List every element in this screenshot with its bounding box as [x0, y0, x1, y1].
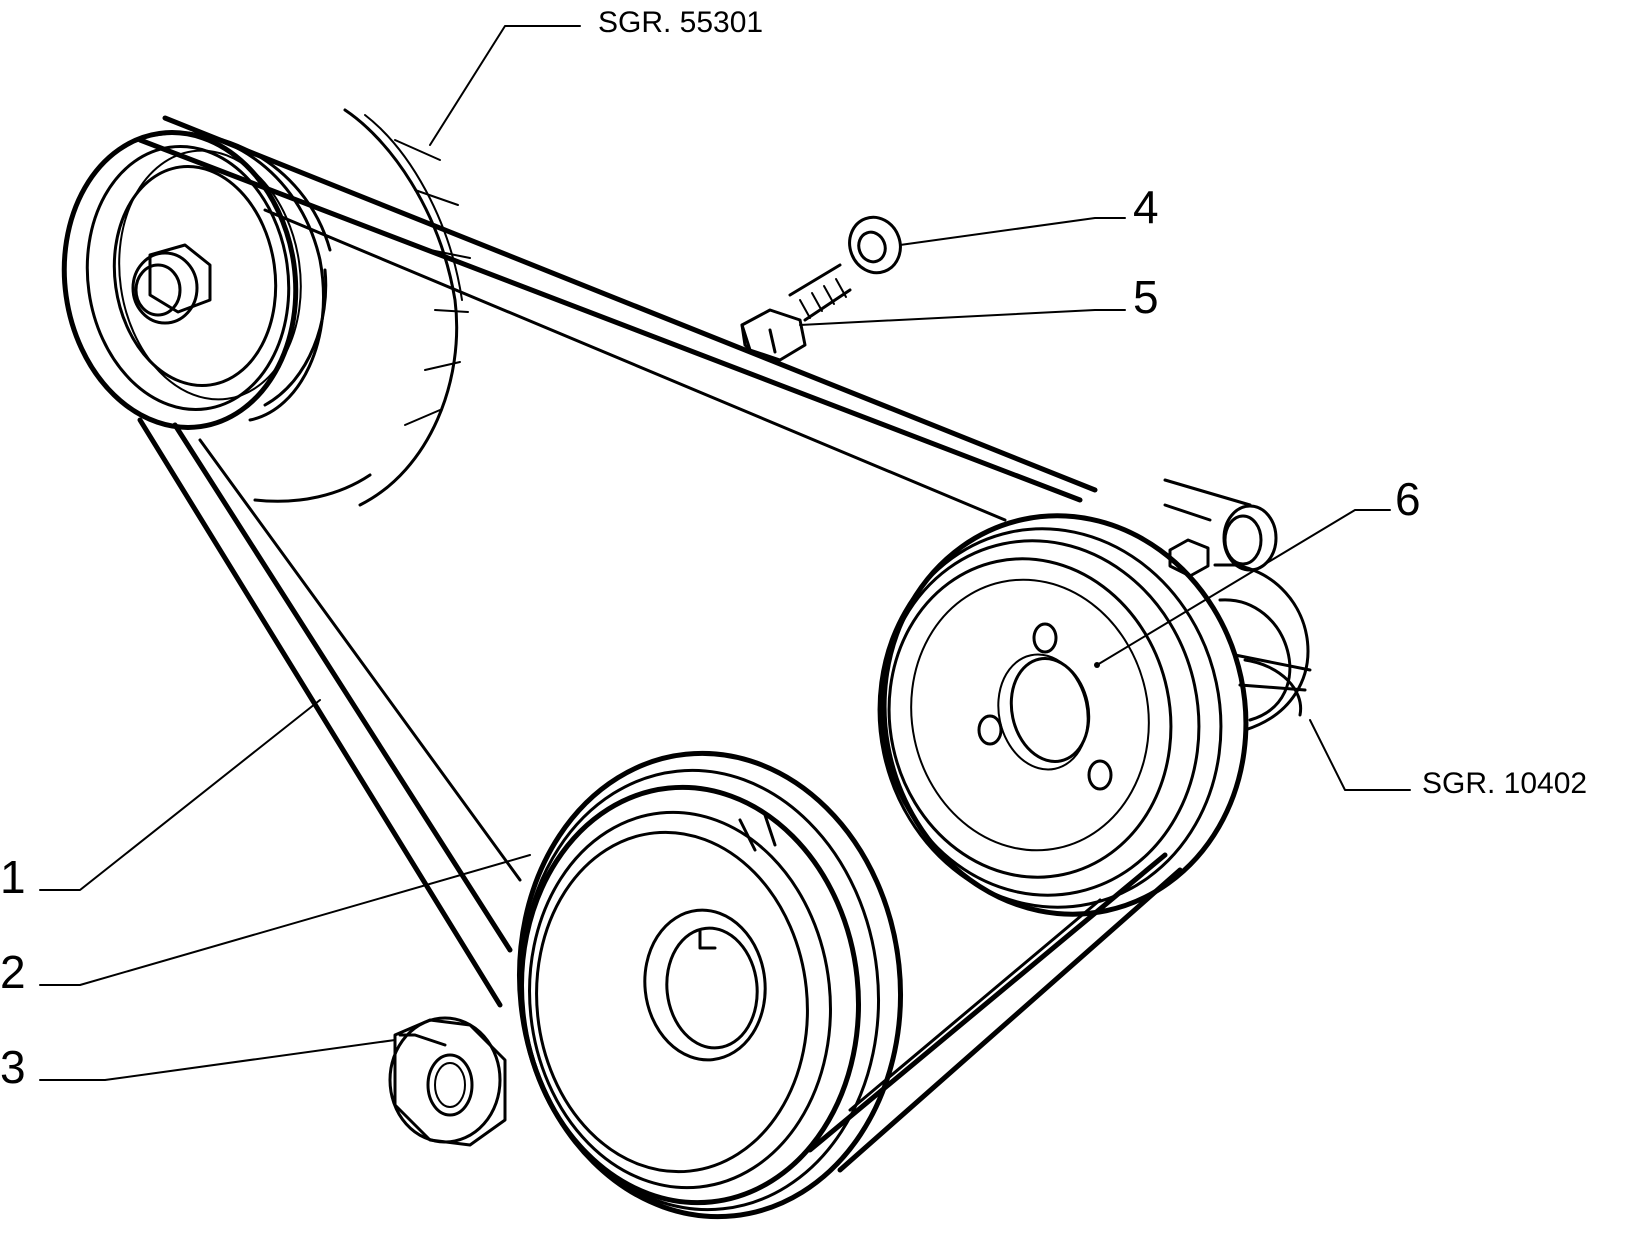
washer: [848, 215, 902, 275]
ref-label-right: SGR. 10402: [1422, 767, 1587, 800]
leader-4: [899, 217, 1126, 246]
crankshaft-pulley: [516, 750, 904, 1220]
callout-5: 5: [1133, 271, 1159, 323]
water-pump-housing: [1163, 478, 1312, 732]
leader-6: [1096, 509, 1391, 666]
callout-4: 4: [1133, 181, 1159, 233]
callout-2: 2: [0, 946, 26, 998]
alternator-fan-housing: [253, 108, 471, 507]
leader-lines: [39, 25, 1411, 1081]
leader-3: [39, 1039, 396, 1081]
bolt: [740, 263, 852, 362]
crankshaft-nut: [388, 1016, 507, 1147]
alternator-pulley: [61, 130, 332, 430]
alternator-nut: [131, 243, 212, 325]
callout-1: 1: [0, 851, 26, 903]
leader-5: [799, 309, 1126, 326]
callout-6: 6: [1395, 473, 1421, 525]
ref-label-top: SGR. 55301: [598, 6, 763, 39]
leader-ref-right: [1309, 719, 1411, 791]
leader-ref-top: [429, 25, 581, 146]
callout-3: 3: [0, 1041, 26, 1093]
water-pump-pulley: [877, 513, 1249, 917]
leader-2: [39, 854, 531, 986]
leader-1: [39, 699, 321, 891]
v-belt: [137, 115, 1183, 1173]
